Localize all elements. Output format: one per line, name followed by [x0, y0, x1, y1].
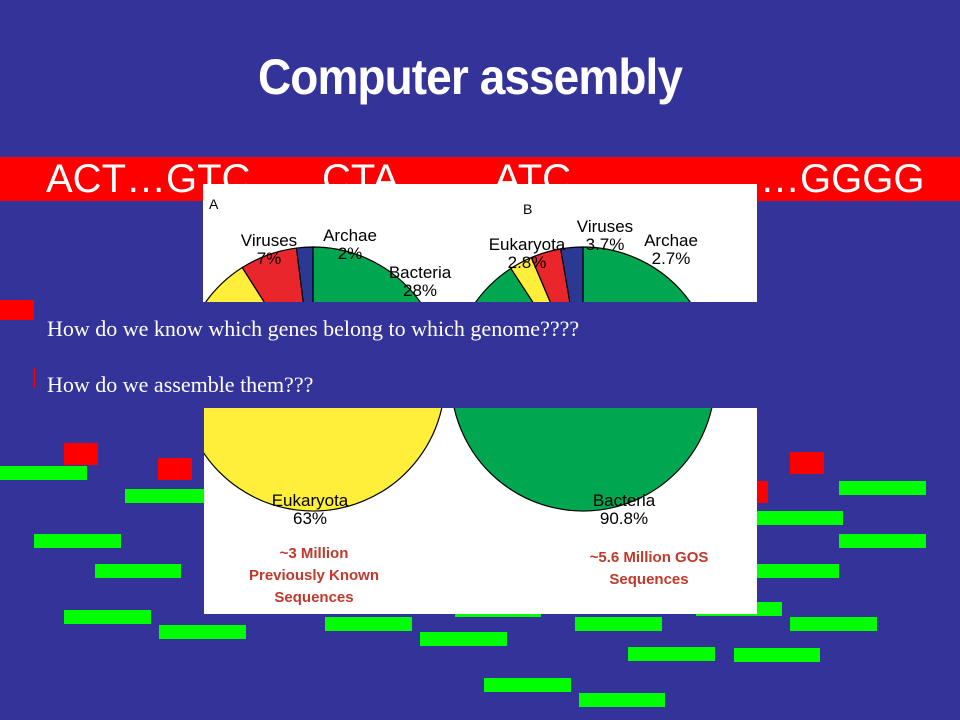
value-a-bacteria: 28%	[403, 281, 437, 300]
read-fragment	[420, 632, 507, 646]
label-a-viruses: Viruses	[241, 231, 297, 250]
label-b-archae: Archae	[644, 231, 698, 250]
label-a-archae: Archae	[323, 226, 377, 245]
label-b-bacteria: Bacteria	[593, 491, 656, 510]
read-fragment	[64, 610, 151, 624]
value-a-archae: 2%	[338, 244, 363, 263]
caption-a-line-2: Previously Known	[249, 567, 379, 584]
label-a-bacteria: Bacteria	[389, 263, 452, 282]
read-fragment	[95, 564, 181, 578]
read-fragment	[575, 617, 662, 631]
caption-a-line-3: Sequences	[274, 589, 353, 606]
read-fragment	[125, 489, 210, 503]
panel-label-b: B	[523, 201, 532, 217]
read-fragment	[0, 466, 87, 480]
label-b-viruses: Viruses	[577, 217, 633, 236]
pie-slice-archae	[295, 246, 314, 302]
question-assembly: How do we assemble them???	[47, 372, 314, 397]
slide-title: Computer assembly	[257, 49, 683, 105]
pie-slice-bacteria	[312, 246, 421, 302]
pie-slice-eukaryota	[205, 266, 265, 302]
value-b-bacteria: 90.8%	[600, 509, 648, 528]
read-fragment	[484, 678, 571, 692]
panel-label-a: A	[209, 196, 219, 212]
value-b-archae: 2.7%	[652, 249, 691, 268]
read-fragment	[839, 534, 926, 548]
read-marker	[756, 481, 768, 503]
sequence-fragment-4: …GGGG	[760, 157, 925, 201]
caption-a-line-1: ~3 Million	[280, 545, 349, 562]
read-fragment	[752, 564, 839, 578]
value-a-eukaryota: 63%	[293, 509, 327, 528]
read-fragment	[756, 511, 843, 525]
read-marker	[158, 458, 192, 480]
pie-slice-eukaryota	[204, 408, 443, 512]
caption-b-line-1: ~5.6 Million GOS	[590, 549, 709, 566]
read-fragment	[628, 647, 715, 661]
read-fragment	[579, 693, 665, 707]
pie-figure-top-svg: AViruses7%Archae2%Bacteria28%BEukaryota2…	[205, 196, 698, 302]
value-b-viruses: 3.7%	[586, 235, 625, 254]
label-b-eukaryota: Eukaryota	[489, 235, 566, 254]
caption-b-line-2: Sequences	[609, 571, 688, 588]
read-fragment	[34, 534, 121, 548]
value-b-eukaryota: 2.8%	[508, 253, 547, 272]
read-fragment	[325, 617, 412, 631]
read-fragment	[790, 617, 877, 631]
pie-slice-bacteria	[475, 246, 691, 302]
read-marker	[64, 443, 98, 465]
pie-slice-archae	[560, 246, 584, 302]
pie-slice-bacteria	[453, 408, 713, 512]
value-a-viruses: 7%	[257, 249, 282, 268]
read-marker	[790, 452, 824, 474]
read-fragment	[734, 648, 820, 662]
read-fragment	[839, 481, 926, 495]
read-marker	[0, 300, 34, 320]
question-genome-membership: How do we know which genes belong to whi…	[47, 316, 580, 341]
read-marker-tick	[34, 368, 35, 388]
read-fragment	[159, 625, 246, 639]
label-a-eukaryota: Eukaryota	[272, 491, 349, 510]
